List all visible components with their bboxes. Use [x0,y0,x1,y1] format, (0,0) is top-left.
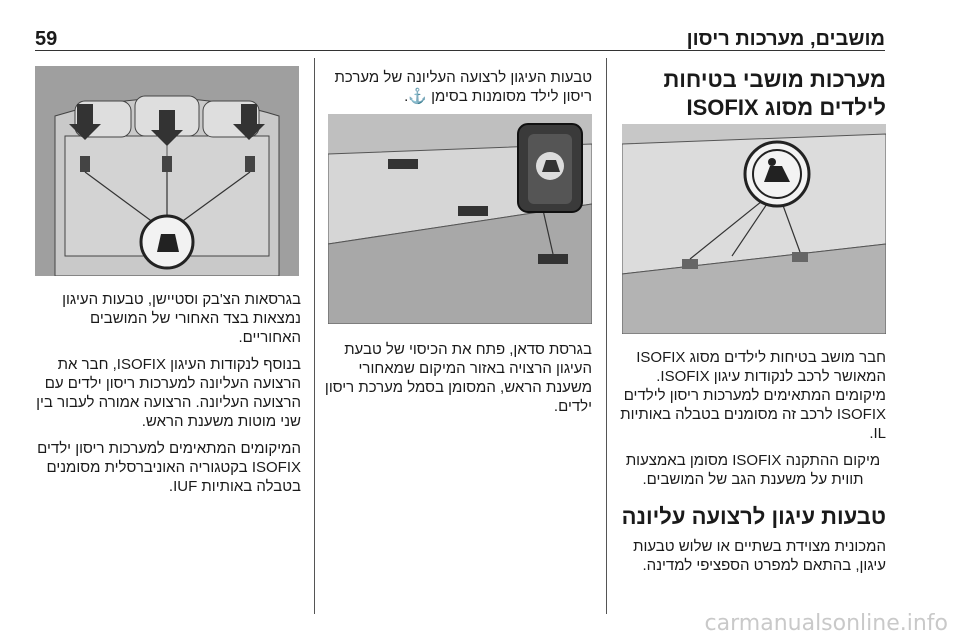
page-number: 59 [35,28,58,50]
column-right-body: חבר מושב בטיחות לילדים מסוג ISOFIX המאוש… [620,348,886,583]
paragraph: בגרסאות הצ'בק וסטיישן, טבעות העיגון נמצא… [62,291,301,346]
header-rule [35,50,885,51]
paragraph: טבעות העיגון לרצועה העליונה של מערכת ריס… [334,69,592,105]
paragraph: בגרסת סדאן, פתח את הכיסוי של טבעת העיגון… [324,341,592,415]
column-divider [314,58,315,614]
paragraph: המיקומים המתאימים למערכות ריסון ילדים IS… [37,440,301,495]
watermark: carmanualsonline.info [704,611,948,636]
section-heading-isofix: מערכות מושבי בטיחות לילדים מסוג ISOFIX [663,67,886,120]
column-left-body: בגרסאות הצ'בק וסטיישן, טבעות העיגון נמצא… [35,290,301,504]
paragraph: מיקום ההתקנה ISOFIX מסומן באמצעות תווית … [625,452,881,488]
column-middle-body: בגרסת סדאן, פתח את הכיסוי של טבעת העיגון… [324,340,592,424]
section-heading-top-tether: טבעות עיגון לרצועה עליונה [621,504,886,529]
figure-isofix-seat [622,124,886,334]
paragraph: בנוסף לנקודות העיגון ISOFIX, חבר את הרצו… [36,356,301,430]
figure-sedan-anchors [328,114,592,324]
column-middle-top: טבעות העיגון לרצועה העליונה של מערכת ריס… [324,68,592,114]
page-title: מושבים, מערכות ריסון [686,28,885,50]
column-divider [606,58,607,614]
paragraph: המכונית מצוידת בשתיים או שלוש טבעות עיגו… [633,538,886,574]
page-header: מושבים, מערכות ריסון 59 [35,0,885,50]
column-right: מערכות מושבי בטיחות לילדים מסוג ISOFIX [620,66,886,122]
paragraph: חבר מושב בטיחות לילדים מסוג ISOFIX המאוש… [620,349,886,442]
figure-hatchback-anchors [35,66,299,276]
